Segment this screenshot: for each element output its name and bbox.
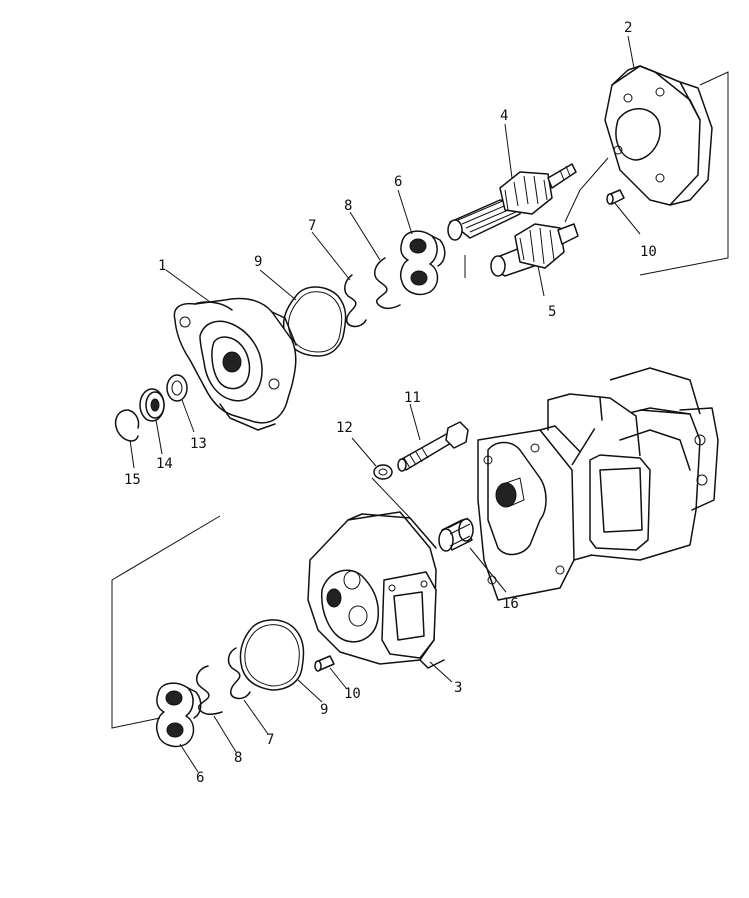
part-7-backup-ring-top <box>344 274 367 328</box>
leader-lines <box>129 35 641 773</box>
part-9-seal-ring-bottom <box>239 619 305 691</box>
assembled-pump <box>477 367 719 601</box>
part-4-drive-gear-shaft <box>447 163 577 241</box>
part-8-wire-ring-top <box>373 257 401 309</box>
part-7-backup-ring-bottom <box>227 647 251 700</box>
callout-8-top: 8 <box>344 198 352 214</box>
part-11-bolt <box>397 421 469 472</box>
part-16-needle-bearing <box>438 517 474 552</box>
callout-6-top: 6 <box>394 174 402 190</box>
callout-16: 16 <box>502 596 519 612</box>
callout-6-bottom: 6 <box>196 770 204 786</box>
part-1-front-cover <box>173 297 297 431</box>
callout-3: 3 <box>454 680 462 696</box>
part-2-housing <box>604 65 713 206</box>
part-10-dowel-pin-bottom <box>314 655 335 672</box>
callout-8-bottom: 8 <box>234 750 242 766</box>
callout-4: 4 <box>500 108 508 124</box>
callout-9-bottom: 9 <box>320 702 328 718</box>
part-12-washer <box>373 464 393 480</box>
part-15-snap-ring <box>114 409 140 442</box>
part-6-bushing-plate-bottom <box>155 682 202 748</box>
part-13-washer <box>166 374 188 402</box>
callout-2: 2 <box>624 20 632 36</box>
leader-bracket-top <box>639 71 729 276</box>
part-3-middle-housing <box>307 511 445 669</box>
callout-1: 1 <box>158 258 166 274</box>
part-10-dowel-pin-top <box>606 189 625 205</box>
callout-5: 5 <box>548 304 556 320</box>
callout-15: 15 <box>124 472 141 488</box>
callout-11: 11 <box>404 390 421 406</box>
part-6-bushing-plate-top <box>399 230 446 296</box>
callout-7-bottom: 7 <box>266 732 274 748</box>
callout-13: 13 <box>190 436 207 452</box>
callout-14: 14 <box>156 456 173 472</box>
leader-gear-link <box>464 157 609 278</box>
leader-bracket-bottom <box>111 515 221 729</box>
callout-12: 12 <box>336 420 353 436</box>
part-8-wire-ring-bottom <box>196 665 223 716</box>
leader-washer <box>371 477 413 521</box>
part-5-driven-gear <box>490 223 579 277</box>
callout-10-bottom: 10 <box>344 686 361 702</box>
callout-7-top: 7 <box>308 218 316 234</box>
callout-10-top: 10 <box>640 244 657 260</box>
callout-9-top: 9 <box>254 254 262 270</box>
part-14-oil-seal <box>139 388 165 422</box>
